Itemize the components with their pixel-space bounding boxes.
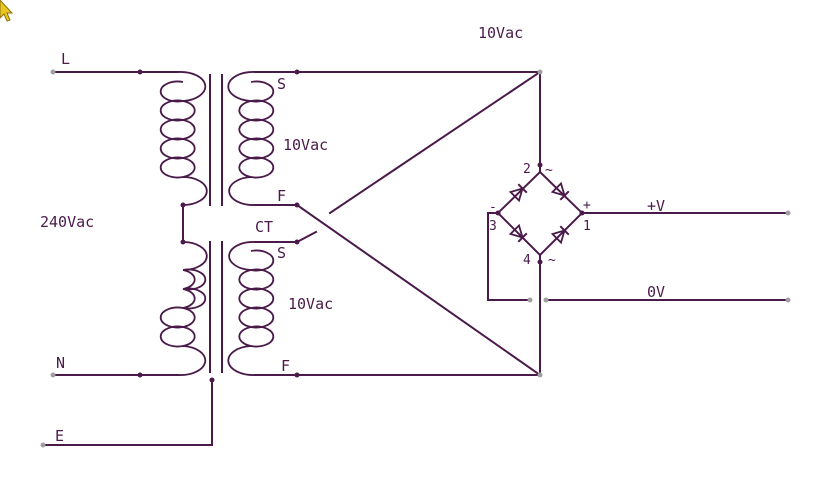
cross-wiring xyxy=(295,69,543,378)
lower-secondary-coil xyxy=(227,241,275,376)
diode-icon xyxy=(550,225,570,245)
line-label: L xyxy=(61,50,70,68)
line-terminal xyxy=(50,69,56,75)
bridge-side xyxy=(496,211,542,257)
lower-voltage-label: 10Vac xyxy=(288,295,333,313)
lower-primary-coil xyxy=(159,241,208,376)
neutral-terminal xyxy=(50,372,56,378)
corner-terminal xyxy=(537,372,543,378)
bridge-minus-label: - xyxy=(489,200,497,215)
transformer-core xyxy=(209,74,223,373)
lower-secondary-winding xyxy=(227,239,541,378)
earth-connection xyxy=(40,377,215,448)
bridge-ac-top-label: ~ xyxy=(545,163,553,178)
neutral-label: N xyxy=(56,354,65,372)
upper-secondary-winding xyxy=(227,69,541,208)
junction-dot xyxy=(137,69,143,75)
upper-start-label: S xyxy=(277,75,286,93)
bridge-rectifier xyxy=(495,162,585,265)
zero-terminal-left xyxy=(527,297,533,303)
positive-terminal xyxy=(785,210,791,216)
junction-dot xyxy=(294,69,300,75)
primary-winding xyxy=(50,69,208,378)
outputs xyxy=(487,210,791,303)
lower-finish-label: F xyxy=(281,357,290,375)
bridge-side xyxy=(538,211,584,257)
s-lower-stub-wire xyxy=(295,230,318,244)
bridge-pin3-label: 3 xyxy=(489,219,497,234)
top-right-to-diagonal-wire xyxy=(328,70,542,215)
lower-start-label: S xyxy=(277,244,286,262)
upper-secondary-coil xyxy=(227,71,275,206)
bridge-pin4-label: 4 xyxy=(523,253,531,268)
zero-output-label: 0V xyxy=(647,283,665,301)
diode-icon xyxy=(550,181,570,201)
junction-dot xyxy=(294,372,300,378)
bridge-pin1-label: 1 xyxy=(583,219,591,234)
top-voltage-label: 10Vac xyxy=(478,24,523,42)
upper-primary-coil xyxy=(159,71,208,206)
junction-dot xyxy=(137,372,143,378)
arrow-cursor-icon xyxy=(0,0,14,22)
diode-icon xyxy=(508,183,528,203)
earth-terminal xyxy=(40,442,46,448)
bridge-side xyxy=(538,170,584,215)
f-upper-to-bottom-wire xyxy=(295,203,542,377)
upper-finish-label: F xyxy=(277,187,286,205)
pin4-dot xyxy=(537,259,543,265)
bridge-pin2-label: 2 xyxy=(523,162,531,177)
upper-voltage-label: 10Vac xyxy=(283,136,328,154)
pin2-dot xyxy=(537,162,543,168)
diode-icon xyxy=(508,223,528,243)
bridge-side xyxy=(496,170,542,215)
bridge-plus-label: + xyxy=(583,198,591,213)
corner-terminal xyxy=(537,69,543,75)
bridge-ac-bottom-label: ~ xyxy=(548,253,556,268)
junction-dot xyxy=(180,202,186,208)
earth-label: E xyxy=(55,427,64,445)
zero-terminal-right xyxy=(785,297,791,303)
junction-dot xyxy=(209,377,215,383)
primary-voltage-label: 240Vac xyxy=(40,213,94,231)
ct-label: CT xyxy=(255,218,273,236)
zero-terminal-mid xyxy=(543,297,549,303)
positive-output-label: +V xyxy=(647,197,665,215)
